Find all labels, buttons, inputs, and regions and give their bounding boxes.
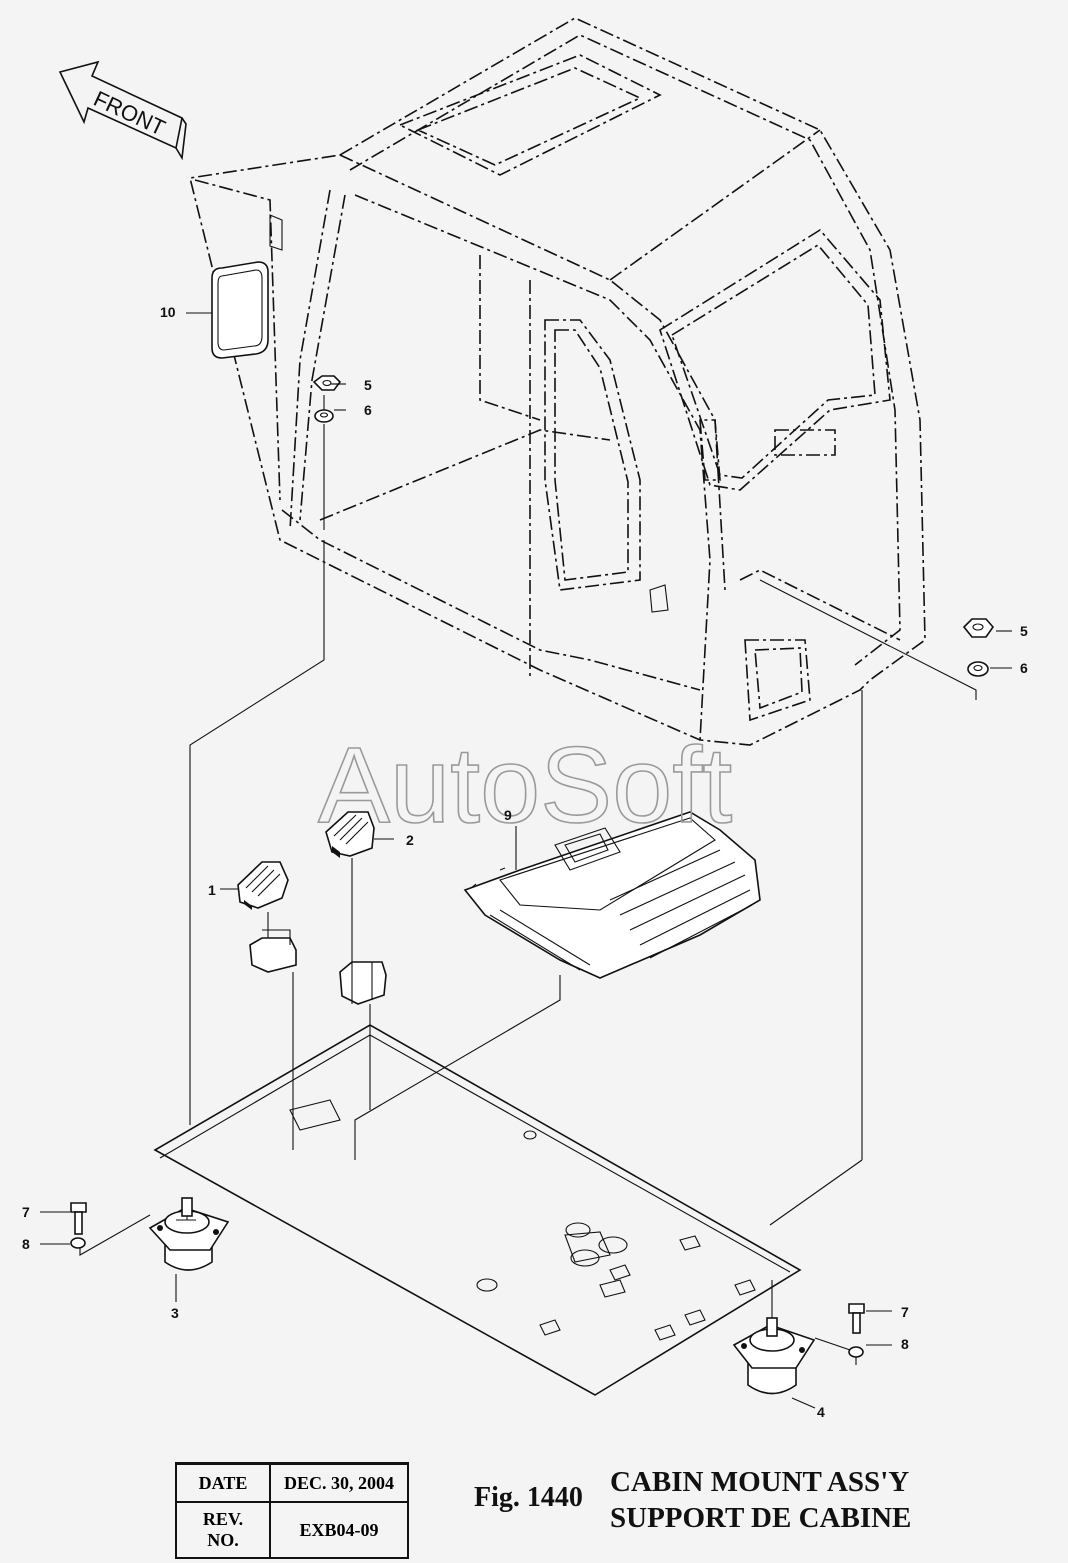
date-label: DATE [175, 1462, 271, 1503]
callout-4: 4 [817, 1404, 825, 1420]
nut-right [962, 618, 995, 638]
cabin-body [189, 17, 926, 746]
floor-mat [463, 811, 761, 979]
washer-left [70, 1237, 86, 1249]
callout-8-right: 8 [901, 1336, 909, 1352]
callout-8-left: 8 [22, 1236, 30, 1252]
cabin-mount-4 [732, 1317, 816, 1395]
revision-table: DATE DEC. 30, 2004 REV. NO. EXB04-09 [175, 1462, 409, 1559]
callout-1: 1 [208, 882, 216, 898]
cabin-mount-3 [148, 1197, 230, 1271]
callout-10: 10 [160, 304, 176, 320]
figure-number: Fig. 1440 [474, 1482, 583, 1513]
callout-3: 3 [171, 1305, 179, 1321]
nut-top [312, 375, 342, 391]
callout-6-top: 6 [364, 402, 372, 418]
bracket-1 [237, 861, 297, 973]
figure-title-fr: SUPPORT DE CABINE [610, 1502, 912, 1534]
callout-2: 2 [406, 832, 414, 848]
bracket-2 [325, 811, 387, 1005]
figure-title: CABIN MOUNT ASS'Y SUPPORT DE CABINE [610, 1464, 911, 1536]
callout-6-right: 6 [1020, 660, 1028, 676]
floor-plate [153, 1024, 802, 1396]
figure-title-en: CABIN MOUNT ASS'Y [610, 1466, 910, 1498]
bolt-left [70, 1202, 87, 1235]
callout-5-top: 5 [364, 377, 372, 393]
rev-value: EXB04-09 [269, 1501, 409, 1559]
rev-label: REV. NO. [175, 1501, 271, 1559]
bolt-right [848, 1303, 865, 1334]
date-value: DEC. 30, 2004 [269, 1462, 409, 1503]
washer-right [967, 661, 989, 677]
washer-right-mount [848, 1346, 864, 1358]
callout-7-right: 7 [901, 1304, 909, 1320]
callout-9: 9 [504, 807, 512, 823]
mirror-part [186, 261, 269, 359]
front-arrow-icon: FRONT [58, 60, 187, 161]
watermark-text: AutoSoft [318, 724, 732, 845]
washer-top [314, 409, 334, 423]
callout-5-right: 5 [1020, 623, 1028, 639]
callout-7-left: 7 [22, 1204, 30, 1220]
